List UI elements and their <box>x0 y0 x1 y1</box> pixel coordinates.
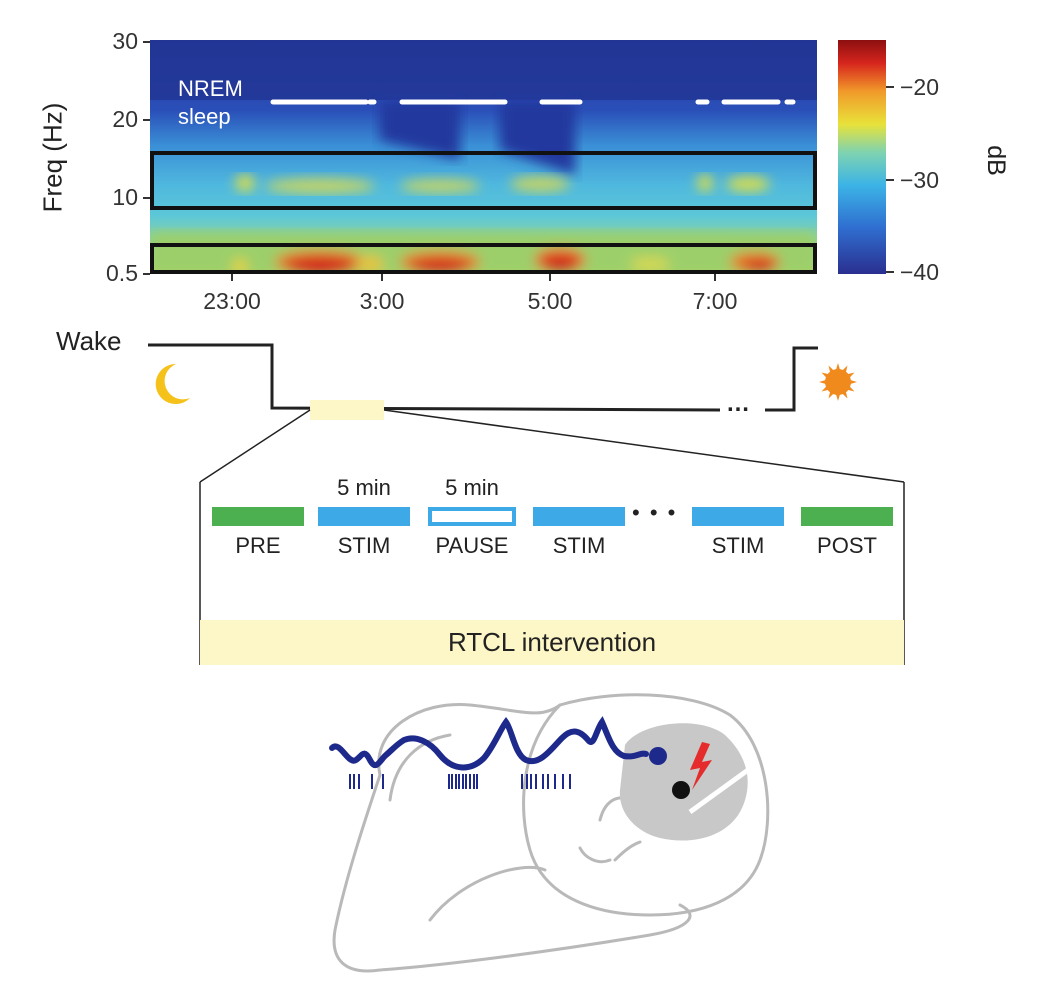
spike-raster <box>349 774 571 789</box>
sun-ray <box>821 386 829 392</box>
sun-ray <box>828 391 834 399</box>
protocol-label-stim-3: STIM <box>552 533 606 558</box>
nrem-label: NREM <box>178 76 243 101</box>
protocol-block-pre-0 <box>212 507 304 526</box>
sun-ray <box>835 393 841 401</box>
sun-ray <box>847 372 855 378</box>
protocol-label-pre-0: PRE <box>235 533 281 558</box>
slow-wave-band-box <box>150 243 817 274</box>
cbar-tick-40: −40 <box>900 259 940 285</box>
xtick-500: 5:00 <box>527 288 573 314</box>
sun-ray <box>842 391 848 399</box>
colorbar <box>838 40 886 274</box>
protocol-block-pause-2 <box>428 507 516 526</box>
electrode-black <box>672 781 690 799</box>
colorbar-label: dB <box>981 145 1010 176</box>
sun-ray <box>847 386 855 392</box>
protocol-label-pause-2: PAUSE <box>435 533 509 558</box>
electrode-blue <box>649 747 667 765</box>
xtick-2300: 23:00 <box>203 288 261 314</box>
sun-ray <box>828 365 834 373</box>
sun-ray <box>835 363 841 371</box>
protocol-block-stim-3 <box>533 507 625 526</box>
protocol-block-stim-4 <box>692 507 784 526</box>
moon-icon <box>155 363 190 404</box>
ytick-10: 10 <box>112 184 138 210</box>
sun-ray <box>849 379 857 385</box>
rtcl-banner <box>200 620 904 665</box>
alpha-band-box <box>150 151 817 210</box>
hypnogram-ellipsis: … <box>726 390 750 417</box>
cbar-tick-30: −30 <box>900 167 940 193</box>
sleep-label: sleep <box>178 104 231 129</box>
bolt-icon <box>690 742 712 790</box>
nrem-annotation: NREM sleep <box>178 75 243 131</box>
eeg-wave <box>329 716 649 771</box>
protocol-block-post-5 <box>801 507 893 526</box>
ytick-0.5: 0.5 <box>106 260 138 286</box>
protocol-label-stim-1: STIM <box>337 533 391 558</box>
protocol-block-stim-1 <box>318 507 410 526</box>
ytick-20: 20 <box>112 106 138 132</box>
duration-label-1: 5 min <box>337 475 391 500</box>
rtcl-banner-label: RTCL intervention <box>447 627 657 657</box>
sun-ray <box>819 379 827 385</box>
sun-icon <box>819 363 857 401</box>
sleeping-person-icon <box>332 693 770 973</box>
duration-label-2: 5 min <box>445 475 499 500</box>
sun-ray <box>821 372 829 378</box>
spectrogram-image <box>150 40 817 274</box>
protocol-blocks <box>212 507 893 526</box>
cbar-tick-20: −20 <box>900 74 940 100</box>
sun-ray <box>842 365 848 373</box>
protocol-label-stim-4: STIM <box>711 533 765 558</box>
xtick-300: 3:00 <box>359 288 405 314</box>
y-axis-label: Freq (Hz) <box>37 102 68 213</box>
ytick-30: 30 <box>112 28 138 54</box>
xtick-700: 7:00 <box>692 288 738 314</box>
wake-label: Wake <box>56 326 122 356</box>
hypnogram-trace <box>148 343 721 412</box>
protocol-dots: • • • <box>632 500 678 525</box>
protocol-label-post-5: POST <box>817 533 877 558</box>
zoom-highlight <box>310 400 384 420</box>
